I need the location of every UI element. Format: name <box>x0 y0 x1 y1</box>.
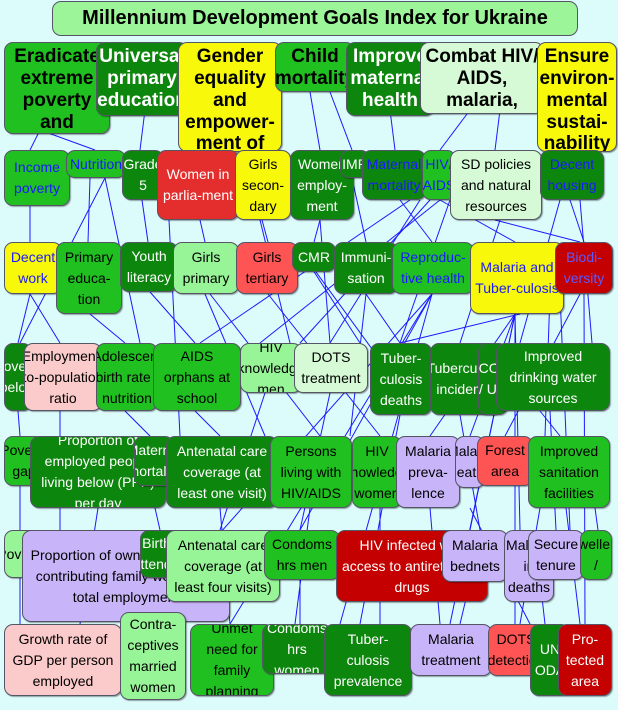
indicator-tb-prevalence[interactable]: Tuber-culosis prevalence <box>324 624 412 696</box>
connector-line <box>199 219 206 243</box>
indicator-protected-area[interactable]: Pro-tected area <box>558 624 612 696</box>
target-sd-policies[interactable]: SD policies and natural resources <box>450 150 542 220</box>
indicator-drinking-water[interactable]: Improved drinking water sources <box>496 343 610 411</box>
indicator-malaria-treatment[interactable]: Malaria treatment <box>410 624 492 676</box>
target-youth-literacy[interactable]: Youth literacy <box>120 242 178 292</box>
indicator-gdp-growth[interactable]: Growth rate of GDP per person employed <box>4 624 122 696</box>
connector-line <box>365 293 401 344</box>
indicator-malaria-bednets[interactable]: Malaria bednets <box>442 530 508 582</box>
target-immunisation[interactable]: Immuni-sation <box>334 242 398 294</box>
indicator-adolescent-birth[interactable]: Adolescent birth rate / nutrition <box>96 343 158 411</box>
indicator-unmet-need[interactable]: Unmet need for family planning <box>190 624 274 696</box>
target-maternal-mortality[interactable]: Maternal mortality <box>362 150 426 200</box>
goal-eradicate-poverty[interactable]: Eradicate extreme poverty and hunger <box>4 42 110 134</box>
indicator-contraceptives[interactable]: Contra-ceptives married women <box>120 612 186 700</box>
connector-line <box>399 313 521 344</box>
goal-environment[interactable]: Ensure environ-mental sustai-nability <box>537 42 617 152</box>
connector-line <box>141 199 149 243</box>
connector-line <box>389 109 396 151</box>
connector-line <box>139 109 146 151</box>
connector-line <box>89 313 126 344</box>
connector-line <box>594 507 599 531</box>
goal-gender-equality[interactable]: Gender equality and empower-ment of wome… <box>178 42 282 152</box>
connector-line <box>29 293 61 344</box>
indicator-forest-area[interactable]: Forest area <box>477 436 533 486</box>
goal-child-mortality[interactable]: Child mortality <box>275 42 355 92</box>
indicator-slum-dwellers[interactable]: Slum dwellers / Species <box>580 530 612 580</box>
target-girls-secondary[interactable]: Girls secon-dary <box>235 150 291 220</box>
target-malaria-tuberculosis[interactable]: Malaria and Tuber-culosis <box>470 242 564 314</box>
goal-combat-diseases[interactable]: Combat HIV/ AIDS, malaria, other disease… <box>420 42 544 114</box>
connector-line <box>399 199 433 243</box>
connector-line <box>194 410 221 437</box>
connector-line <box>261 219 269 243</box>
target-decent-work[interactable]: Decent work <box>4 242 62 294</box>
connector-line <box>309 91 321 151</box>
indicator-hiv-knowledge-men[interactable]: HIV knowledge men <box>240 343 302 393</box>
goal-primary-education[interactable]: Universal primary education <box>96 42 188 116</box>
indicator-hiv-antiretroviral[interactable]: HIV infected with access to antiretrovir… <box>336 530 488 602</box>
connector-line <box>319 219 331 344</box>
indicator-secure-tenure[interactable]: Secure tenure <box>528 530 584 580</box>
indicator-dots-treatment[interactable]: DOTS treatment <box>294 343 368 393</box>
target-reproductive-health[interactable]: Reproduc-tive health <box>392 242 474 294</box>
target-primary-education[interactable]: Primary educa-tion <box>56 242 122 314</box>
target-biodiversity[interactable]: Biodi-versity <box>555 242 613 294</box>
indicator-hiv-knowledge-women[interactable]: HIV knowledge women <box>352 436 402 508</box>
connector-line <box>313 219 321 243</box>
goal-maternal-health[interactable]: Improve maternal health <box>346 42 434 116</box>
indicator-employment-ratio[interactable]: Employment-to-population ratio <box>24 343 102 411</box>
target-nutrition[interactable]: Nutrition <box>66 150 126 178</box>
indicator-aids-orphans[interactable]: AIDS orphans at school <box>153 343 241 411</box>
connector-line <box>539 410 561 437</box>
indicator-malaria-prevalence[interactable]: Malaria preva-lence <box>396 436 460 508</box>
target-decent-housing[interactable]: Decent housing <box>540 150 604 200</box>
connector-line <box>439 109 471 151</box>
indicator-sanitation[interactable]: Improved sanitation facilities <box>528 436 610 508</box>
indicator-antenatal-one[interactable]: Antenatal care coverage (at least one vi… <box>166 436 278 508</box>
connector-line <box>329 91 353 151</box>
target-women-employment[interactable]: Women employ-ment <box>290 150 354 220</box>
target-girls-primary[interactable]: Girls primary <box>173 242 239 294</box>
target-girls-tertiary[interactable]: Girls tertiary <box>236 242 298 294</box>
connector-line <box>569 199 585 243</box>
target-cmr[interactable]: CMR <box>292 242 336 272</box>
target-income-poverty[interactable]: Income poverty <box>4 150 70 206</box>
indicator-antenatal-four[interactable]: Antenatal care coverage (at least four v… <box>166 530 280 602</box>
connector-line <box>494 109 501 151</box>
target-women-in-parliament[interactable]: Women in parlia-ment <box>157 150 239 220</box>
connector-line <box>17 410 21 437</box>
connector-line <box>17 293 31 344</box>
diagram-title: Millennium Development Goals Index for U… <box>52 1 578 36</box>
indicator-condoms-women[interactable]: Condoms hrs women <box>262 624 332 674</box>
indicator-persons-hiv[interactable]: Persons living with HIV/AIDS <box>270 436 352 508</box>
connector-line <box>494 219 581 243</box>
connector-line <box>149 291 196 344</box>
indicator-condoms-men[interactable]: Condoms hrs men <box>264 530 340 580</box>
indicator-tb-deaths[interactable]: Tuber-culosis deaths <box>370 343 432 415</box>
connector-line <box>124 410 151 437</box>
